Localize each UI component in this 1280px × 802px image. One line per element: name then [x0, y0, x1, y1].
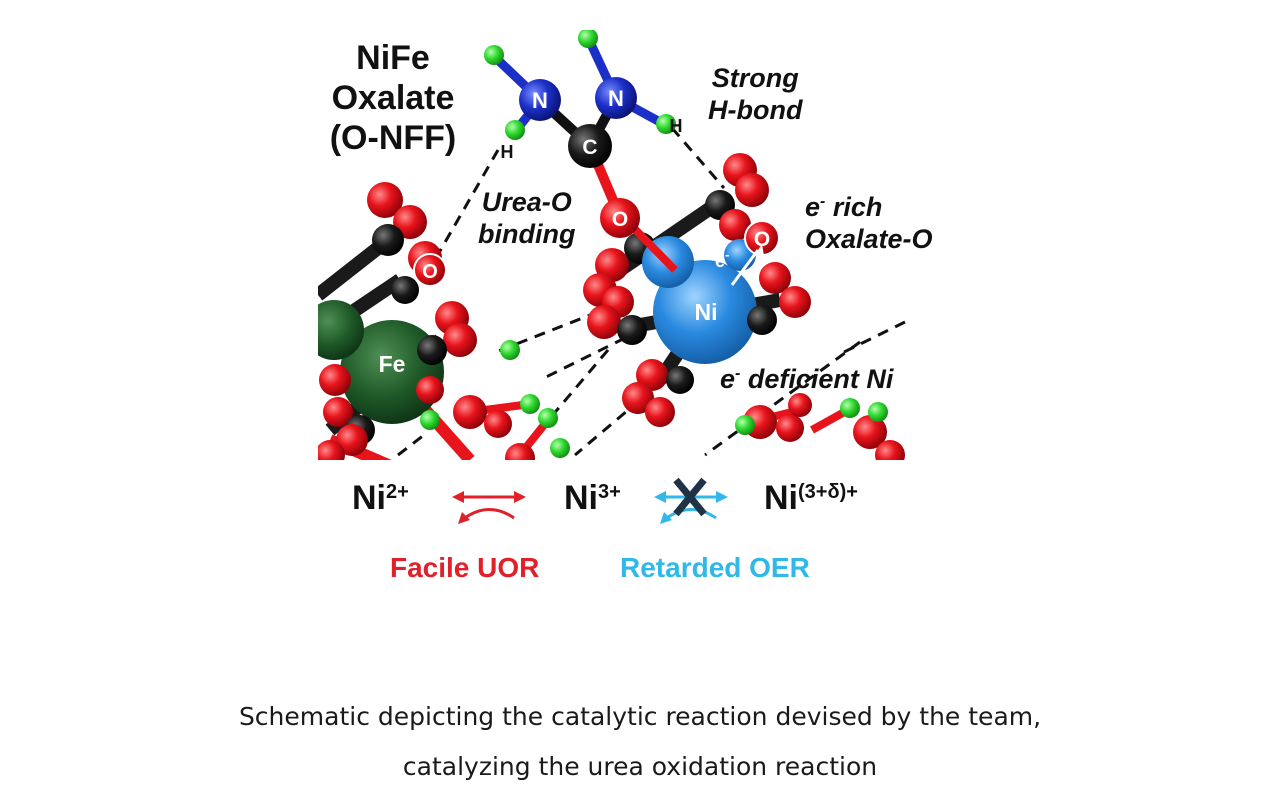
urea-o-line-1: Urea-O — [481, 187, 572, 217]
oxidation-state-ni2: Ni2+ — [352, 479, 409, 517]
title-line-3: (O-NFF) — [329, 119, 457, 157]
atom-label-fe: Fe — [379, 351, 406, 377]
oxidation-state-ni3-delta: Ni(3+δ)+ — [764, 479, 858, 517]
title-line-2: Oxalate — [331, 79, 455, 117]
strong-hbond-line-1: Strong — [711, 63, 799, 93]
electron-deficient-ni-label: e- deficient Ni — [720, 364, 894, 394]
fe-framework — [318, 182, 520, 460]
atom-label-c: C — [582, 136, 597, 159]
hydrogen-bond-lines — [397, 127, 906, 457]
strong-hbond-label: Strong H-bond — [708, 62, 802, 126]
atom-label-o-oxalate: O — [754, 228, 770, 251]
atom-label-n-left: N — [532, 88, 548, 113]
atom-label-h-left: H — [501, 142, 514, 162]
molecular-structure-illustration: N N C O O O Ni Fe H H e- — [318, 30, 906, 524]
water-fragments — [420, 393, 905, 460]
atom-label-h-right: H — [670, 116, 683, 136]
blocked-redox-arrows — [654, 477, 728, 524]
strong-hbond-line-2: H-bond — [708, 95, 803, 125]
urea-o-line-2: binding — [478, 219, 576, 249]
facile-uor-label: Facile UOR — [390, 552, 540, 583]
caption-line-1: Schematic depicting the catalytic reacti… — [238, 702, 1042, 731]
atom-label-ni: Ni — [695, 299, 718, 325]
caption-line-2: catalyzing the urea oxidation reaction — [402, 752, 878, 781]
electron-rich-line-2: Oxalate-O — [805, 224, 933, 254]
electron-transfer-arrow — [730, 244, 764, 286]
reaction-schematic: N N C O O O Ni Fe H H e- — [318, 30, 933, 583]
facile-redox-arrows — [452, 491, 526, 524]
oxidation-state-ni3: Ni3+ — [564, 479, 621, 517]
atom-label-n-right: N — [608, 86, 624, 111]
atom-label-o-urea: O — [612, 208, 628, 231]
urea-molecule — [484, 30, 678, 273]
atom-label-o-fe: O — [422, 261, 438, 283]
retarded-oer-label: Retarded OER — [620, 552, 810, 583]
electron-rich-line-1: e- rich — [805, 192, 883, 222]
title-line-1: NiFe — [356, 39, 430, 77]
catalyst-title: NiFe Oxalate (O-NFF) — [318, 38, 468, 158]
electron-label-ni: e- — [715, 247, 729, 271]
urea-o-binding-label: Urea-O binding — [478, 186, 575, 250]
electron-rich-oxalate-label: e- rich Oxalate-O — [805, 186, 933, 255]
